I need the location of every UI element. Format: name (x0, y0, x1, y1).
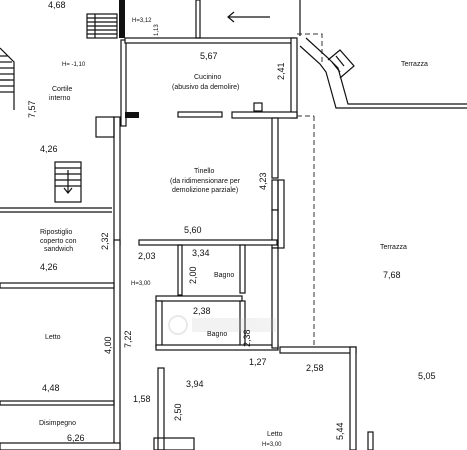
dim-5-67: 5,67 (200, 51, 218, 61)
room-tinello-note-1: (da ridimensionare per (170, 178, 241, 185)
dim-6-26: 6,26 (67, 433, 85, 443)
room-cucinino: Cucinino (194, 74, 221, 81)
direction-arrow-icon (227, 11, 270, 23)
terrace-outline (297, 33, 323, 346)
dim-2-41: 2,41 (276, 62, 286, 80)
room-terrazza-right: Terrazza (380, 244, 407, 251)
dim-2-00: 2,00 (188, 266, 198, 284)
stair-cortile (54, 161, 82, 203)
stair-top (86, 13, 118, 39)
dim-7-68: 7,68 (383, 270, 401, 280)
dim-3-94: 3,94 (186, 379, 204, 389)
dim-2-38-b: 2,38 (242, 329, 252, 347)
dim-7-57: 7,57 (27, 100, 37, 118)
room-bagno-1: Bagno (214, 272, 234, 279)
room-letto-1: Letto (45, 334, 61, 341)
stair-left (0, 47, 15, 110)
room-disimpegno: Disimpegno (39, 420, 76, 427)
dim-4-26-b: 4,26 (40, 262, 58, 272)
terrace-stair (299, 37, 467, 109)
dim-7-22: 7,22 (123, 330, 133, 348)
walls (0, 0, 374, 450)
dim-1-13: 1,13 (154, 24, 160, 36)
dim-2-50: 2,50 (173, 403, 183, 421)
dim-3-34: 3,34 (192, 248, 210, 258)
dim-2-32: 2,32 (100, 232, 110, 250)
room-letto-2: Letto (267, 431, 283, 438)
dim-5-05: 5,05 (418, 371, 436, 381)
dim-2-58: 2,58 (306, 363, 324, 373)
dim-5-44: 5,44 (335, 422, 345, 440)
dim-4-23: 4,23 (258, 172, 268, 190)
dim-4-68: 4,68 (48, 0, 66, 10)
room-ripostiglio-1: Ripostiglio (40, 229, 72, 236)
room-ripostiglio-3: sandwich (44, 246, 73, 253)
dim-1-27: 1,27 (249, 357, 267, 367)
height-3-12: H=3,12 (132, 18, 152, 24)
room-cortile-2: interno (49, 95, 71, 102)
room-cucinino-note: (abusivo da demolire) (172, 84, 239, 91)
room-cortile-1: Cortile (52, 86, 72, 93)
room-bagno-2: Bagno (207, 331, 227, 338)
room-ripostiglio-2: coperto con (40, 238, 77, 245)
height-3-00-b: H=3,00 (262, 442, 282, 448)
dim-2-38-a: 2,38 (193, 306, 211, 316)
dim-5-60: 5,60 (184, 225, 202, 235)
dim-4-48: 4,48 (42, 383, 60, 393)
height-cortile: H= -1,10 (62, 62, 86, 68)
room-terrazza-top: Terrazza (401, 61, 428, 68)
room-tinello: Tinello (194, 168, 214, 175)
dim-4-00: 4,00 (103, 336, 113, 354)
height-3-00-a: H=3,00 (131, 281, 151, 287)
dim-1-58: 1,58 (133, 394, 151, 404)
dim-4-26-a: 4,26 (40, 144, 58, 154)
watermark-logo (168, 315, 276, 335)
room-tinello-note-2: demolizione parziale) (172, 187, 238, 194)
dim-2-03: 2,03 (138, 251, 156, 261)
